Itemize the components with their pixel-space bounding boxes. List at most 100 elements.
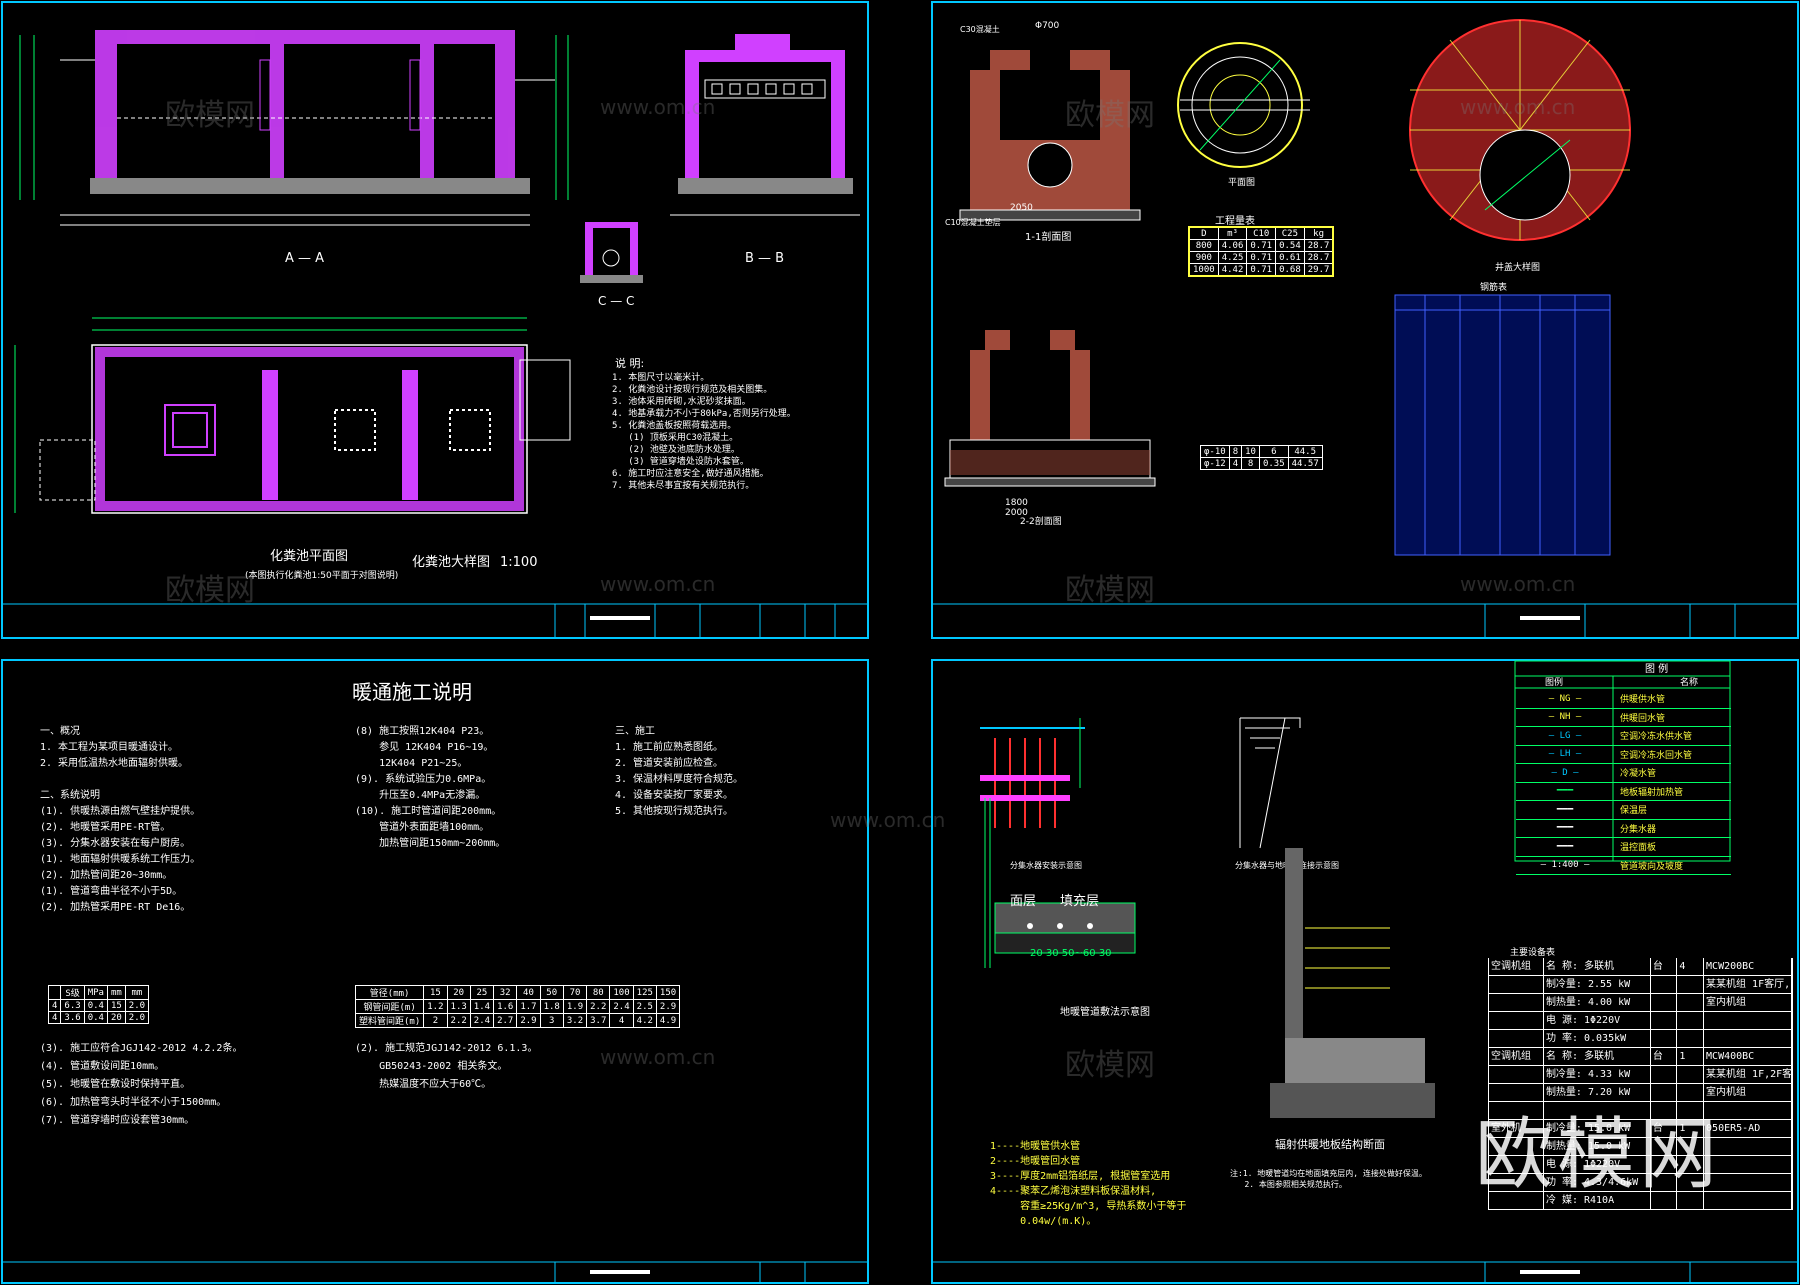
sheet1-notes-heading: 说 明: [615,357,645,370]
cell: 0.35 [1258,457,1289,470]
cell [47,985,62,1000]
cell: 1.3 [446,999,471,1014]
cell: 8 [1228,445,1243,458]
legend-item: — 1:400 —管道坡向及坡度 [1516,857,1731,875]
plan-label: 平面图 [1228,177,1255,188]
table-row: 电 源: 1Φ220V [1488,1156,1793,1174]
cell: 25 [469,985,495,1000]
cell: 20 [106,1011,126,1024]
table-row: 功 率: 4.3/4.6kW [1488,1174,1793,1192]
cell [1489,1084,1544,1101]
cell [1489,1156,1544,1173]
section-11-label: 1-1剖面图 [1025,230,1071,243]
plan-subtitle: (本图执行化粪池1:50平面于对图说明) [245,569,398,581]
legend-symbol: ━━━ [1556,804,1574,815]
table-row: 制冷量: 4.33 kW 某某机组 1F,2F客厅 [1488,1066,1793,1084]
watermark-url: www.om.cn [1460,572,1576,596]
cell: 2.9 [655,999,681,1014]
cell [1651,1174,1678,1191]
legend-item: — NG —供暖供水管 [1516,690,1731,709]
qt-h1: m³ [1217,226,1248,240]
dim-1800: 1800 [1005,498,1028,508]
cell: 电 源: 1Φ220V [1544,1012,1651,1029]
cell: 名 称: 多联机 [1544,958,1651,975]
cell: 1 [1677,1048,1705,1065]
cell: 电 源: 1Φ220V [1544,1156,1651,1173]
watermark-brand: 欧模网 [165,573,255,608]
cell: 2.4 [469,1013,495,1028]
cell: φ-12 [1200,457,1230,470]
legend-symbol: — LH — [1548,749,1582,760]
legend-symbol: ━━━ [1556,786,1574,797]
cell: 0.71 [1246,263,1277,277]
floor-label-surface: 面层 [1010,894,1037,909]
floor-dims: 20 30 50~60 30 [1030,948,1112,959]
detail-title: 化粪池大样图 [412,555,490,570]
cell: 2.2 [586,999,611,1014]
cell: 3.7 [586,1013,611,1028]
cell [1677,1066,1705,1083]
cell: 台 [1651,1048,1678,1065]
legend-symbol: — D — [1551,767,1579,778]
cell: 钢管间距(m) [354,999,425,1014]
cell [1489,1066,1544,1083]
cell [1651,1066,1678,1083]
cell: 制冷量: 15.0 kW [1544,1120,1651,1137]
cell: 制热量: 7.20 kW [1544,1084,1651,1101]
cell: 4 [47,1011,62,1024]
cell: 2.4 [609,999,634,1014]
radiant-title: 辐射供暖地板结构断面 [1275,1137,1385,1151]
cell [1489,976,1544,993]
cell: 4 [1677,958,1705,975]
cell: 0.4 [83,1011,108,1024]
cell: 某某机组 1F,2F客厅 [1704,1066,1793,1083]
legend-symbol: — NG — [1548,693,1582,704]
cell: 0.71 [1246,239,1277,252]
hvac-notes-col2b: (2). 施工规范JGJ142-2012 6.1.3。 GB50243-2002… [355,1043,538,1090]
cell [1489,1102,1544,1119]
floor-notes: 1----地暖管供水管 2----地暖管回水管 3----厚度2mm铝箔纸层, … [990,1141,1187,1227]
cell: 台 [1651,1120,1678,1137]
cell [1651,1030,1678,1047]
cell: 2.5 [632,999,657,1014]
cell [1651,1012,1678,1029]
cell: 1.6 [493,999,518,1014]
radiant-notes: 注:1. 地暖管道均在地面填充层内, 连接处做好保温。 2. 本图参照相关规范执… [1230,1169,1427,1189]
watermark-brand: 欧模网 [165,98,255,133]
legend-label: 空调冷冻水回水管 [1620,750,1693,761]
cell: φ-10 [1200,445,1230,458]
cell: 20 [446,985,471,1000]
legend-item: ━━━ 地板辐射加热管 [1516,783,1731,801]
cell: MCW200BC [1704,958,1793,975]
watermark-brand: 欧模网 [1065,98,1155,133]
cell [1677,1174,1705,1191]
hvac-notes-col1: 一、概况 1. 本工程为某项目暖通设计。 2. 采用低温热水地面辐射供暖。 二、… [40,726,201,913]
legend-item: ━━━保温层 [1516,801,1731,820]
cell [1704,1156,1793,1173]
cell: 名 称: 多联机 [1544,1048,1651,1065]
cell: 制冷量: 4.33 kW [1544,1066,1651,1083]
sheet-manhole: 1-1剖面图 平面图 井盖大样图 2-2剖面图 2050 1800 2000 Φ… [931,1,1799,639]
cell [1677,1012,1705,1029]
hvac-notes-title: 暖通施工说明 [352,680,472,704]
legend-label: 地板辐射加热管 [1620,787,1684,798]
cell: 100 [609,985,634,1000]
cell: 10 [1241,445,1260,458]
floor-diagram-title: 地暖管道敷法示意图 [1060,1005,1150,1018]
cell [1704,1174,1793,1191]
watermark-url: www.om.cn [600,1045,716,1069]
brand-watermark-large: 欧模网 [1475,1110,1722,1200]
cell [1651,1084,1678,1101]
cell [1677,976,1705,993]
cell: 2.7 [493,1013,518,1028]
rebar-table-title: 钢筋表 [1480,281,1507,293]
cell: 6 [1258,445,1289,458]
